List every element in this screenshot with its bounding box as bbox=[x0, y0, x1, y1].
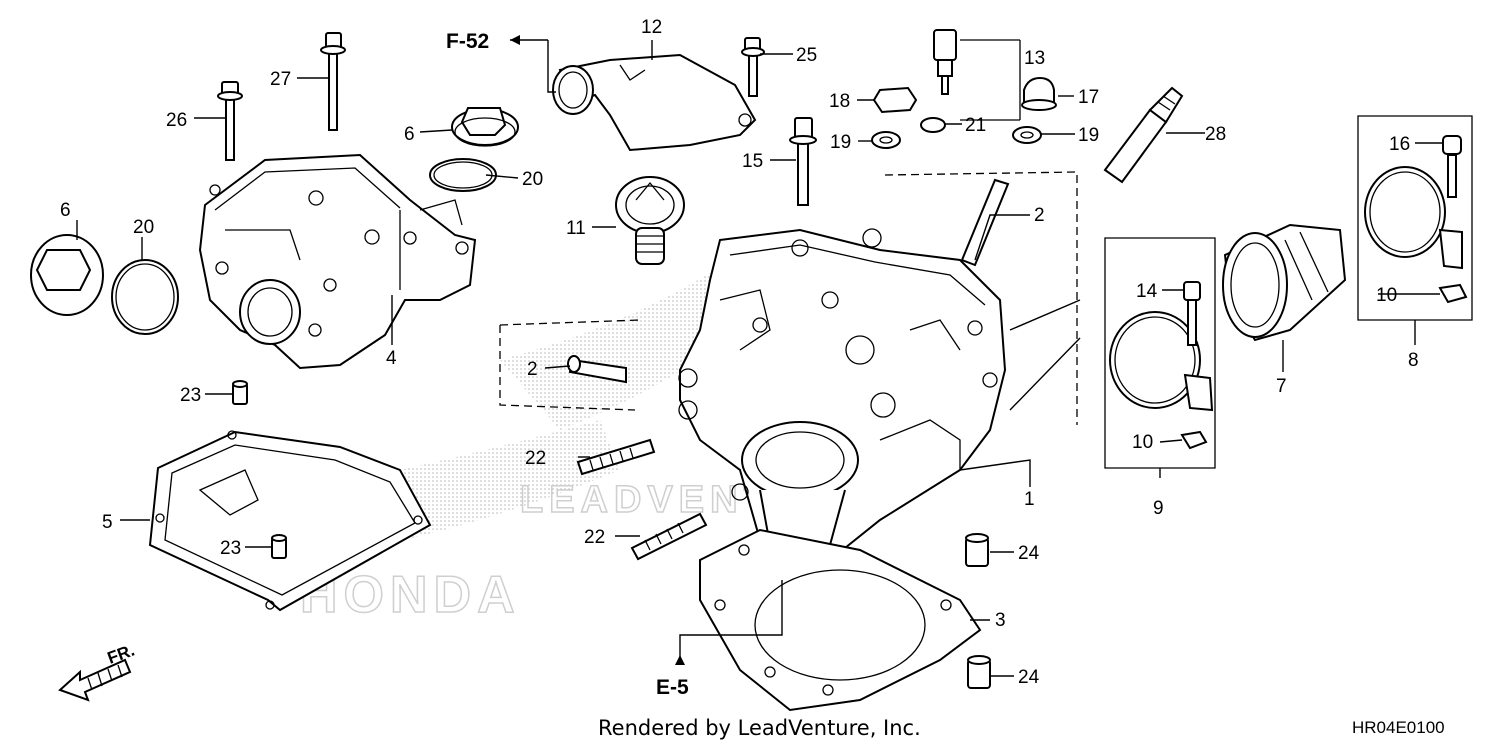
callout-22-lower: 22 bbox=[584, 527, 605, 548]
reference-arrow-icon bbox=[675, 655, 685, 665]
callout-17: 17 bbox=[1078, 87, 1099, 108]
callout-23-upper: 23 bbox=[180, 385, 201, 406]
front-direction-label: FR. bbox=[105, 641, 137, 668]
callout-3: 3 bbox=[995, 610, 1006, 631]
callout-14: 14 bbox=[1136, 281, 1158, 302]
part-cylinder-head-1 bbox=[678, 228, 1007, 572]
part-head-gasket-3 bbox=[699, 528, 982, 712]
part-clamp-9 bbox=[1109, 311, 1214, 412]
part-washer-19-left bbox=[871, 131, 901, 149]
reference-arrow-icon bbox=[510, 35, 520, 45]
callout-5: 5 bbox=[102, 512, 113, 533]
part-washer-21 bbox=[920, 117, 946, 133]
part-cap-17 bbox=[1021, 76, 1057, 111]
part-clamp-8 bbox=[1364, 166, 1463, 270]
callout-1: 1 bbox=[1024, 489, 1035, 510]
callout-25: 25 bbox=[796, 45, 817, 66]
callout-26: 26 bbox=[166, 110, 187, 131]
part-head-cover bbox=[198, 153, 477, 370]
callout-16: 16 bbox=[1389, 134, 1410, 155]
callout-28: 28 bbox=[1205, 124, 1226, 145]
callout-4: 4 bbox=[386, 348, 397, 369]
part-bolt-26 bbox=[217, 81, 243, 161]
callout-24-upper: 24 bbox=[1018, 543, 1040, 564]
part-o-ring-20-top bbox=[429, 158, 497, 192]
callout-22-upper: 22 bbox=[525, 448, 546, 469]
callout-23-lower: 23 bbox=[220, 538, 241, 559]
part-dowel-24-lower bbox=[967, 655, 991, 689]
callout-7: 7 bbox=[1276, 376, 1287, 397]
part-gasket-5 bbox=[148, 430, 432, 612]
callout-11: 11 bbox=[566, 218, 586, 239]
callout-20-top: 20 bbox=[522, 169, 543, 190]
part-cap-nut-18 bbox=[872, 86, 918, 114]
part-thermostat-11 bbox=[615, 176, 685, 265]
part-temp-sensor-13 bbox=[933, 29, 957, 95]
part-bolt-25 bbox=[741, 37, 765, 97]
part-insulator-7 bbox=[1222, 223, 1347, 342]
leader-lines bbox=[76, 40, 1443, 677]
part-dowel-23-top bbox=[232, 380, 248, 405]
callout-9: 9 bbox=[1153, 498, 1164, 519]
callout-13: 13 bbox=[1024, 48, 1045, 69]
callout-12: 12 bbox=[641, 17, 662, 38]
callout-10-clamp8: 10 bbox=[1376, 285, 1397, 306]
callout-21: 21 bbox=[965, 115, 986, 136]
callout-6-left: 6 bbox=[60, 200, 71, 221]
frames bbox=[499, 39, 1473, 469]
part-stud-22-lower bbox=[630, 512, 708, 561]
callout-2-top: 2 bbox=[1034, 205, 1045, 226]
reference-e5[interactable]: E-5 bbox=[656, 655, 689, 699]
part-o-ring-20-left bbox=[111, 259, 179, 335]
callout-19-left: 19 bbox=[830, 132, 851, 153]
part-screw-14 bbox=[1183, 281, 1201, 346]
part-screw-16 bbox=[1442, 135, 1462, 198]
part-nut-10-clamp9 bbox=[1180, 430, 1208, 450]
callout-labels: 1 2 2 3 4 5 6 6 7 8 9 10 10 11 12 13 14 … bbox=[60, 17, 1419, 688]
part-plug-6-left bbox=[30, 234, 104, 316]
callout-8: 8 bbox=[1408, 350, 1419, 371]
honda-wing-watermark bbox=[500, 240, 770, 430]
reference-f52[interactable]: F-52 bbox=[446, 30, 548, 53]
part-thermostat-cover-12 bbox=[552, 53, 757, 152]
callout-18: 18 bbox=[829, 91, 850, 112]
reference-label-e5[interactable]: E-5 bbox=[656, 676, 689, 699]
part-nut-10-clamp8 bbox=[1438, 283, 1468, 304]
part-bolt-15 bbox=[789, 117, 817, 206]
part-dowel-2-top bbox=[960, 178, 1010, 267]
front-direction-arrow-icon bbox=[58, 658, 132, 702]
diagram-code: HR04E0100 bbox=[1352, 718, 1445, 737]
part-dowel-2-left bbox=[567, 355, 627, 384]
part-dowel-23-bottom bbox=[271, 534, 287, 559]
callout-27: 27 bbox=[270, 69, 291, 90]
part-spark-plug-28 bbox=[1103, 86, 1184, 184]
front-direction: FR. bbox=[58, 641, 137, 702]
part-plug-6-top bbox=[451, 107, 519, 147]
callout-6-top: 6 bbox=[404, 124, 415, 145]
part-washer-19-right bbox=[1012, 126, 1042, 144]
callout-20-left: 20 bbox=[133, 217, 154, 238]
callout-15: 15 bbox=[742, 151, 763, 172]
callout-24-lower: 24 bbox=[1018, 667, 1040, 688]
part-dowel-24-upper bbox=[965, 533, 989, 567]
part-stud-22-upper bbox=[576, 438, 656, 476]
part-bolt-27 bbox=[320, 32, 346, 131]
footer-credit: Rendered by LeadVenture, Inc. bbox=[598, 716, 921, 740]
callout-2-left: 2 bbox=[527, 359, 538, 380]
reference-label-f52[interactable]: F-52 bbox=[446, 30, 489, 53]
callout-10-clamp9: 10 bbox=[1132, 432, 1153, 453]
callout-19-right: 19 bbox=[1078, 125, 1099, 146]
